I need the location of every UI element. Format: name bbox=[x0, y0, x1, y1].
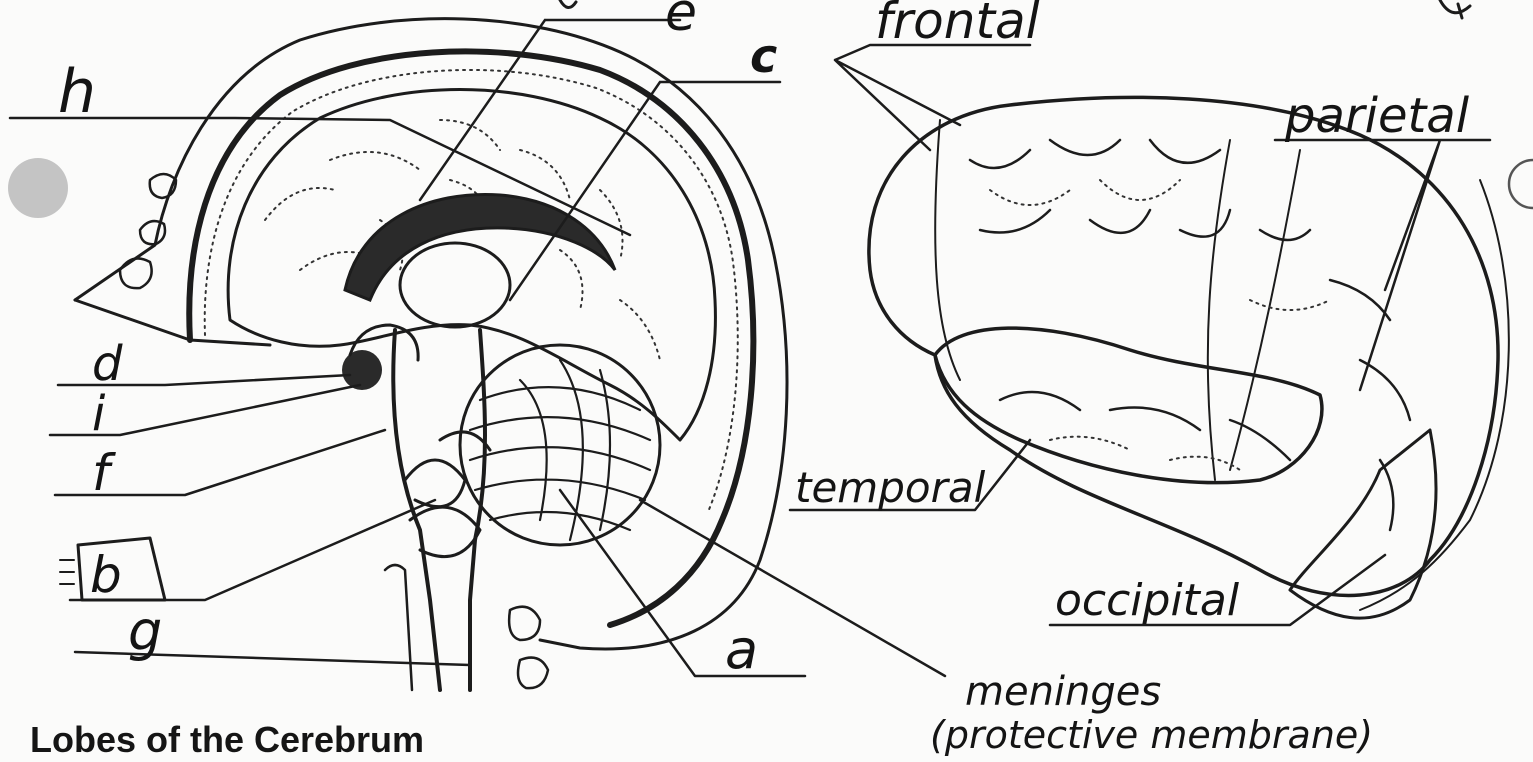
margin-scribble bbox=[560, 0, 576, 8]
label-c: c bbox=[750, 29, 777, 83]
brain-outline bbox=[869, 97, 1498, 595]
left-leader-lines bbox=[10, 20, 945, 676]
label-b-box: b bbox=[60, 538, 165, 604]
lateral-brain-figure bbox=[869, 97, 1509, 618]
thalamus bbox=[400, 243, 510, 327]
brainstem bbox=[393, 330, 485, 690]
sagittal-section-figure bbox=[75, 19, 787, 690]
leader-meninges bbox=[640, 500, 945, 676]
box-b-scribble bbox=[60, 560, 74, 584]
pituitary-gland bbox=[342, 350, 382, 390]
temporal-lobe bbox=[935, 328, 1322, 483]
label-h: h bbox=[58, 57, 96, 127]
label-e: e bbox=[665, 0, 697, 43]
label-occipital: occipital bbox=[1055, 575, 1240, 626]
skull-inner bbox=[189, 51, 753, 625]
vertebrae bbox=[385, 565, 548, 690]
outer-arc bbox=[1360, 180, 1509, 610]
label-g: g bbox=[128, 600, 162, 663]
label-meninges: meninges bbox=[965, 669, 1161, 715]
leader-parietal bbox=[1275, 140, 1490, 390]
label-temporal: temporal bbox=[795, 463, 986, 512]
hole-punch-right bbox=[1509, 160, 1533, 208]
label-f: f bbox=[92, 444, 116, 502]
label-i: i bbox=[92, 386, 106, 442]
label-parietal: parietal bbox=[1284, 88, 1470, 144]
leader-frontal bbox=[835, 45, 1030, 150]
margin-scribble-right bbox=[1440, 0, 1470, 18]
lateral-sulci bbox=[990, 180, 1330, 470]
label-a: a bbox=[725, 618, 758, 681]
label-meninges-note: (protective membrane) bbox=[930, 713, 1373, 757]
label-d: d bbox=[92, 336, 123, 392]
figure-caption: Lobes of the Cerebrum bbox=[30, 719, 424, 760]
hole-punch-left bbox=[8, 158, 68, 218]
label-frontal: frontal bbox=[875, 0, 1040, 50]
sinus-cavities bbox=[120, 174, 176, 288]
lateral-gyri bbox=[970, 140, 1410, 530]
leader-b bbox=[70, 500, 435, 600]
label-b: b bbox=[90, 546, 122, 604]
cerebellum bbox=[460, 345, 660, 545]
arbor-vitae bbox=[470, 360, 650, 540]
skull-bone-texture bbox=[205, 70, 738, 512]
